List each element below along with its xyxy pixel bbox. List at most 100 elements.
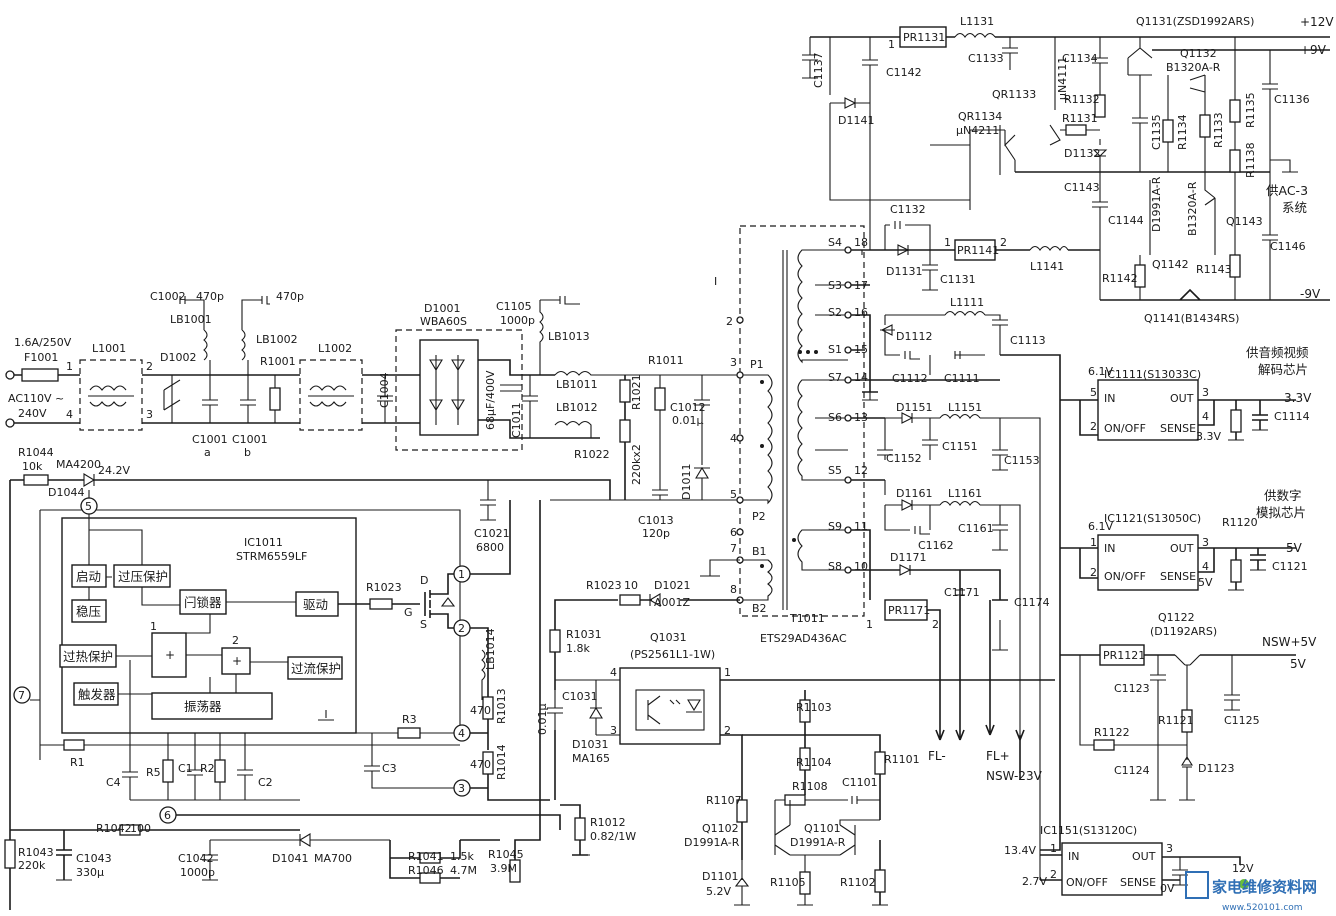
c1043-label: C1043 <box>76 852 112 865</box>
svg-text:S9: S9 <box>828 520 842 533</box>
r1138 <box>1229 149 1241 173</box>
ac-terminal-top <box>5 370 15 380</box>
d1041-part: MA700 <box>314 852 352 865</box>
r1107 <box>736 799 748 823</box>
c1012-value: 0.01μ <box>672 414 704 427</box>
ic1011-part: STRM6559LF <box>236 550 307 563</box>
block-drive <box>295 591 339 617</box>
svg-text:R1012: R1012 <box>590 816 626 829</box>
svg-text:C1136: C1136 <box>1274 93 1310 106</box>
svg-text:R1023: R1023 <box>586 579 622 592</box>
r1041-label: R1041 <box>408 850 444 863</box>
svg-text:C1101: C1101 <box>842 776 878 789</box>
svg-text:启动: 启动 <box>76 569 101 584</box>
svg-text:C1162: C1162 <box>918 539 954 552</box>
svg-text:D1171: D1171 <box>890 551 926 564</box>
svg-text:2: 2 <box>932 618 939 631</box>
svg-text:D1991A-R: D1991A-R <box>790 836 846 849</box>
ac-voltage-label: AC110V ~ <box>8 392 64 405</box>
svg-text:D1131: D1131 <box>886 265 922 278</box>
svg-text:C1144: C1144 <box>1108 214 1144 227</box>
block-osc <box>151 692 273 720</box>
svg-text:D1123: D1123 <box>1198 762 1234 775</box>
r1046 <box>419 872 441 884</box>
svg-text:1: 1 <box>888 38 895 51</box>
r1120 <box>1230 559 1242 583</box>
r1142 <box>1134 264 1146 288</box>
c1002-label: C1002 <box>150 290 186 303</box>
c-470p-label: 470p <box>276 290 304 303</box>
svg-text:S: S <box>420 618 427 631</box>
svg-text:S3: S3 <box>828 279 842 292</box>
svg-text:R1103: R1103 <box>796 701 832 714</box>
svg-text:R1121: R1121 <box>1158 714 1194 727</box>
regulators: 6.1V IC1111(S13033C) IN OUT ON/OFF SENSE… <box>684 345 1317 905</box>
svg-text:C1161: C1161 <box>958 522 994 535</box>
svg-text:QR1133: QR1133 <box>992 88 1036 101</box>
svg-text:C1112: C1112 <box>892 372 928 385</box>
l1002-label: L1002 <box>318 342 352 355</box>
svg-text:MA165: MA165 <box>572 752 610 765</box>
svg-text:Q1131(ZSD1992ARS): Q1131(ZSD1992ARS) <box>1136 15 1254 28</box>
svg-text:2: 2 <box>726 315 733 328</box>
svg-text:1: 1 <box>150 620 157 633</box>
main-cap-value: 68μF/400V <box>484 370 497 430</box>
svg-text:4: 4 <box>610 666 617 679</box>
c1001b-label: C1001 <box>232 433 268 446</box>
svg-text:闩锁器: 闩锁器 <box>184 595 222 610</box>
c1011-label: C1011 <box>510 402 523 438</box>
svg-text:S8: S8 <box>828 560 842 573</box>
optocoupler-q1031 <box>619 667 721 745</box>
svg-text:10: 10 <box>854 560 868 573</box>
ic-pins: 1 2 4 3 5 6 7 <box>13 497 471 824</box>
svg-text:C1133: C1133 <box>968 52 1004 65</box>
transformer-outline <box>739 225 865 617</box>
ic1111 <box>1097 379 1199 441</box>
svg-text:3: 3 <box>730 356 737 369</box>
nsw23-label: NSW-23V <box>986 769 1043 783</box>
d1001-part: WBA60S <box>420 315 467 328</box>
ic-r2 <box>214 759 226 783</box>
feedback-section: R1023 10 D1021 A001Z R1031 1.8k 0.01μ C1… <box>536 579 1055 860</box>
svg-text:3: 3 <box>1202 536 1209 549</box>
svg-text:4: 4 <box>458 727 465 740</box>
svg-text:D1031: D1031 <box>572 738 608 751</box>
r1121 <box>1181 709 1193 733</box>
svg-text:IC1151(S13120C): IC1151(S13120C) <box>1040 824 1137 837</box>
svg-text:2: 2 <box>1000 236 1007 249</box>
svg-text:14: 14 <box>854 371 868 384</box>
svg-text:SENSE: SENSE <box>1160 570 1196 583</box>
r1043-value: 220k <box>18 859 46 872</box>
pr1131 <box>899 26 947 48</box>
svg-text:OUT: OUT <box>1170 392 1194 405</box>
lb1002-label: LB1002 <box>256 333 298 346</box>
svg-text:触发器: 触发器 <box>78 687 116 702</box>
svg-text:R1132: R1132 <box>1064 93 1100 106</box>
svg-text:过热保护: 过热保护 <box>63 649 113 664</box>
svg-text:R1134: R1134 <box>1176 114 1189 150</box>
svg-text:SENSE: SENSE <box>1160 422 1196 435</box>
svg-text:C1135: C1135 <box>1150 114 1163 150</box>
svg-text:C1142: C1142 <box>886 66 922 79</box>
r1042 <box>119 824 141 836</box>
r1045 <box>509 859 521 883</box>
svg-text:IC1111(S13033C): IC1111(S13033C) <box>1104 368 1201 381</box>
digital-chip-label: 供数字 <box>1264 488 1302 503</box>
svg-text:C1152: C1152 <box>886 452 922 465</box>
svg-text:ON/OFF: ON/OFF <box>1066 876 1108 889</box>
svg-text:2: 2 <box>1090 566 1097 579</box>
svg-text:L1111: L1111 <box>950 296 984 309</box>
r1044 <box>23 474 49 486</box>
bridge-d1001 <box>419 339 479 436</box>
svg-text:5V: 5V <box>1290 657 1307 671</box>
r1042-value: 100 <box>130 822 151 835</box>
svg-text:PR1121: PR1121 <box>1103 649 1145 662</box>
svg-text:7: 7 <box>18 689 25 702</box>
svg-text:2: 2 <box>458 622 465 635</box>
snubber-section: R1011 R1021 220kx2 R1022 C1012 0.01μ D10… <box>550 354 740 540</box>
bridge-outline <box>395 329 523 451</box>
d1002-label: D1002 <box>160 351 196 364</box>
svg-text:S2: S2 <box>828 306 842 319</box>
svg-text:0.82/1W: 0.82/1W <box>590 830 636 843</box>
svg-text:8: 8 <box>730 583 737 596</box>
